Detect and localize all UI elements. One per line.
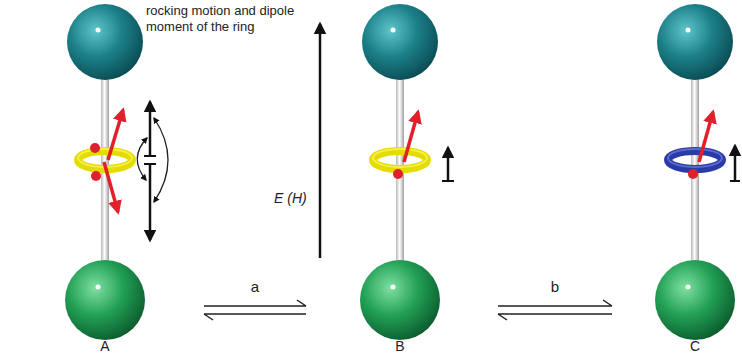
dipole-ball: [90, 143, 100, 153]
dipole-arrow: [104, 162, 118, 212]
rotaxane-a: [65, 4, 168, 340]
rocking-arrow: [154, 118, 168, 202]
dipole-ball: [688, 169, 698, 179]
vector-tail: [144, 163, 156, 165]
dipole-arrow: [108, 110, 123, 160]
highlight: [391, 28, 396, 33]
field-label: E (H): [274, 190, 318, 207]
dipole-vector: [149, 164, 152, 240]
step-label: b: [549, 278, 561, 296]
stopper-sphere: [360, 260, 440, 340]
vector-tail: [144, 155, 156, 157]
stopper-sphere: [67, 4, 143, 80]
highlight: [686, 28, 691, 33]
dipole-vector: [447, 148, 450, 181]
annotation-text: rocking motion and dipole moment of the …: [146, 3, 321, 34]
highlight: [391, 285, 396, 290]
equilibrium-arrow: [204, 300, 306, 320]
stopper-sphere: [655, 260, 735, 340]
figure-node: B: [340, 0, 460, 356]
figure-letter: A: [100, 338, 109, 356]
rotaxane-b: [360, 4, 454, 340]
highlight: [686, 285, 691, 290]
dipole-vector: [149, 102, 152, 156]
rocking-arrow: [137, 138, 147, 180]
field-arrow: [319, 24, 322, 258]
figure-letter: C: [690, 338, 700, 356]
figure-letter: B: [395, 338, 404, 356]
highlight: [96, 28, 101, 33]
figure-node: C: [650, 0, 740, 356]
stopper-sphere: [65, 260, 145, 340]
ring-highlight: [373, 149, 427, 167]
dipole-ball: [91, 171, 101, 181]
highlight: [96, 285, 101, 290]
ring-highlight: [668, 149, 722, 167]
dipole-arrow: [699, 112, 713, 162]
vector-tail: [442, 180, 454, 182]
dipole-ball: [393, 169, 403, 179]
stopper-sphere: [657, 4, 733, 80]
vector-tail: [730, 180, 740, 182]
equilibrium-arrow: [498, 300, 612, 320]
rotaxane-c: [655, 4, 740, 340]
dipole-vector: [734, 146, 737, 181]
stopper-sphere: [362, 4, 438, 80]
step-label: a: [249, 278, 261, 296]
figure-node: A: [40, 0, 170, 356]
dipole-arrow: [404, 112, 418, 162]
